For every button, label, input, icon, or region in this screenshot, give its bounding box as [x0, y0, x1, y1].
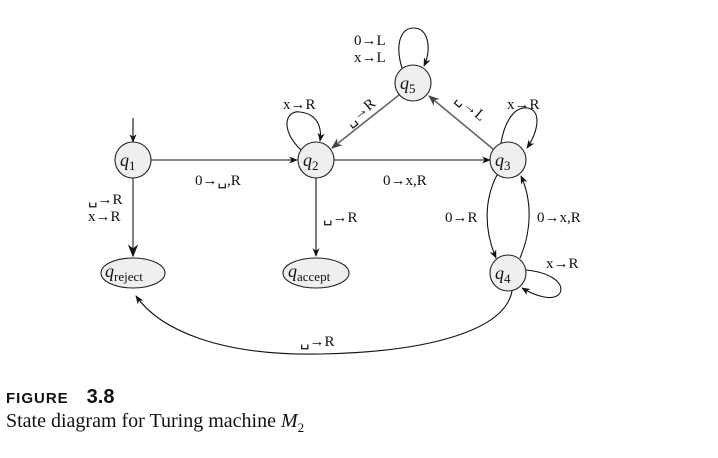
figure-number: 3.8: [86, 386, 115, 408]
svg-text:qaccept: qaccept: [288, 261, 331, 284]
svg-text:q5: q5: [400, 73, 416, 96]
svg-text:qreject: qreject: [105, 261, 143, 284]
label-q2-qaccept: ␣→R: [323, 210, 358, 226]
state-qaccept: qaccept: [282, 257, 350, 289]
label-q5-loop-1: 0→L: [354, 33, 386, 49]
label-q1-qreject-2: x→R: [88, 209, 121, 225]
label-q2-loop: x→R: [283, 97, 316, 113]
svg-text:q3: q3: [495, 150, 511, 173]
edge-q3-q4: [486, 174, 498, 259]
caption-text: State diagram for Turing machine M2: [6, 410, 305, 435]
edge-q4-q3: [519, 175, 530, 259]
state-q1: q1: [114, 141, 152, 179]
state-q5: q5: [394, 64, 432, 102]
label-q1-qreject-1: ␣→R: [88, 192, 123, 208]
label-q5-loop-2: x→L: [354, 50, 386, 66]
state-q2: q2: [297, 141, 335, 179]
label-q3-loop: x→R: [507, 97, 540, 113]
svg-text:q1: q1: [120, 150, 136, 173]
label-q2-q3: 0→x,R: [383, 173, 427, 189]
edge-q3-loop: [500, 107, 538, 149]
state-q4: q4: [489, 254, 527, 292]
figure-caption: FIGURE 3.8 State diagram for Turing machi…: [6, 386, 304, 440]
state-q3: q3: [489, 141, 527, 179]
svg-text:q2: q2: [303, 150, 319, 173]
figure-label: FIGURE: [6, 390, 69, 407]
svg-text:q4: q4: [495, 263, 511, 286]
edge-q4-loop: [521, 269, 562, 299]
label-q1-q2: 0→␣,R: [195, 173, 241, 189]
edge-q2-loop: [286, 111, 325, 151]
edge-q4-qreject: [135, 290, 513, 355]
state-qreject: qreject: [100, 257, 166, 289]
edge-q5-loop: [398, 27, 431, 69]
label-q4-q3: 0→x,R: [537, 210, 581, 226]
label-q4-loop: x→R: [546, 256, 579, 272]
edge-q3-q5: [428, 95, 494, 150]
label-q4-qreject: ␣→R: [300, 334, 335, 350]
edge-q5-q2: [331, 94, 400, 149]
label-q3-q4: 0→R: [445, 210, 478, 226]
